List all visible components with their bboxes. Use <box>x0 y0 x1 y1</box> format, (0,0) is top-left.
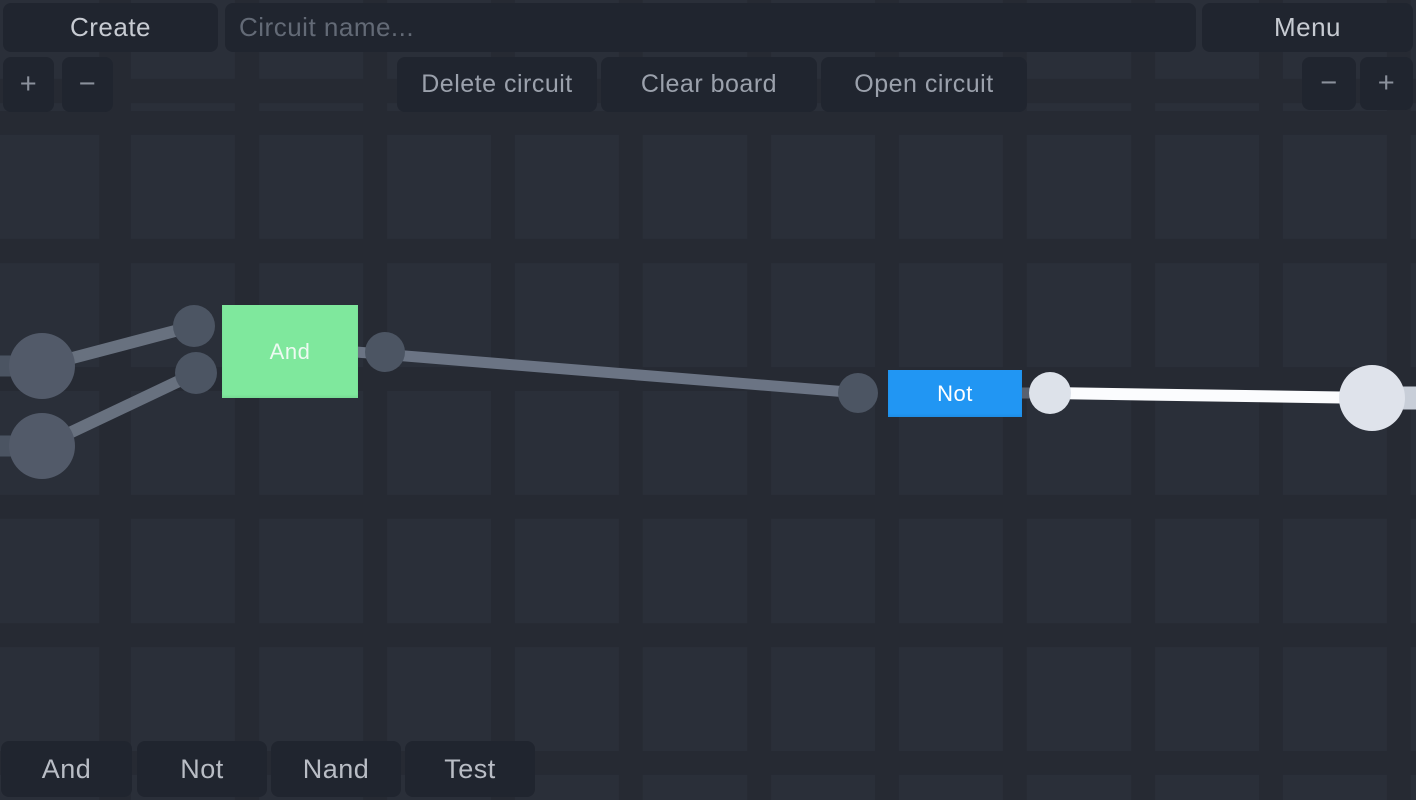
clear-board-button[interactable]: Clear board <box>601 57 817 112</box>
and-to-not-wire[interactable] <box>355 346 861 399</box>
menu-button[interactable]: Menu <box>1202 3 1413 52</box>
and-output-node[interactable] <box>365 332 405 372</box>
palette-button-nand[interactable]: Nand <box>271 741 401 797</box>
input-a-node[interactable] <box>9 333 75 399</box>
palette-button-and[interactable]: And <box>1 741 132 797</box>
zoom-in-button-right[interactable]: + <box>1360 57 1413 110</box>
delete-circuit-button[interactable]: Delete circuit <box>397 57 597 112</box>
input-b-node[interactable] <box>9 413 75 479</box>
and-input-1-node[interactable] <box>173 305 215 347</box>
palette-button-not[interactable]: Not <box>137 741 267 797</box>
open-circuit-button[interactable]: Open circuit <box>821 57 1027 112</box>
palette-button-test[interactable]: Test <box>405 741 535 797</box>
not-input-node[interactable] <box>838 373 878 413</box>
and-gate[interactable]: And <box>222 305 358 398</box>
zoom-in-button-left[interactable]: + <box>3 57 54 112</box>
and-input-2-node[interactable] <box>175 352 217 394</box>
not-output-node[interactable] <box>1029 372 1071 414</box>
not-to-output-wire[interactable] <box>1049 387 1373 404</box>
zoom-out-button-left[interactable]: − <box>62 57 113 112</box>
create-button[interactable]: Create <box>3 3 218 52</box>
not-gate[interactable]: Not <box>888 370 1022 417</box>
zoom-out-button-right[interactable]: − <box>1302 57 1356 110</box>
circuit-name-input[interactable] <box>225 3 1196 52</box>
output-terminal-node[interactable] <box>1339 365 1405 431</box>
